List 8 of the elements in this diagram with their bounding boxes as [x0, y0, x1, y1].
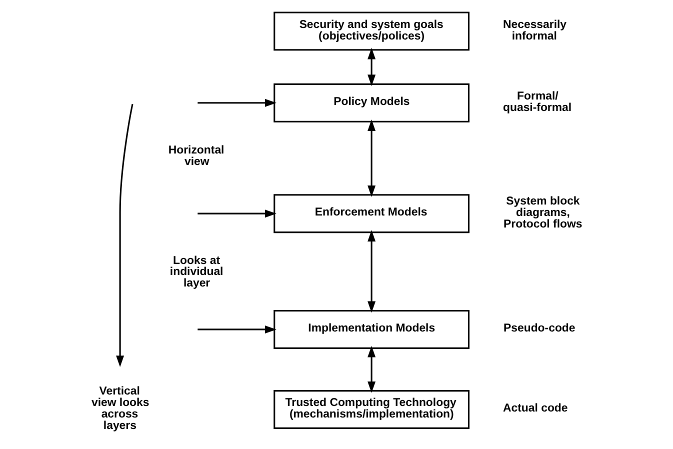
node-label: Pseudo-code — [503, 322, 575, 334]
label: Horizontal view — [168, 144, 224, 168]
label: Looks at individual layer — [169, 254, 223, 290]
node-label: System block diagrams, Protocol flows — [503, 196, 582, 230]
node-label: Formal/ quasi-formal — [502, 90, 572, 114]
node-label: Actual code — [502, 402, 568, 414]
node-label: Necessarily informal — [502, 18, 566, 42]
label: Vertical view looks across layers — [90, 386, 149, 432]
